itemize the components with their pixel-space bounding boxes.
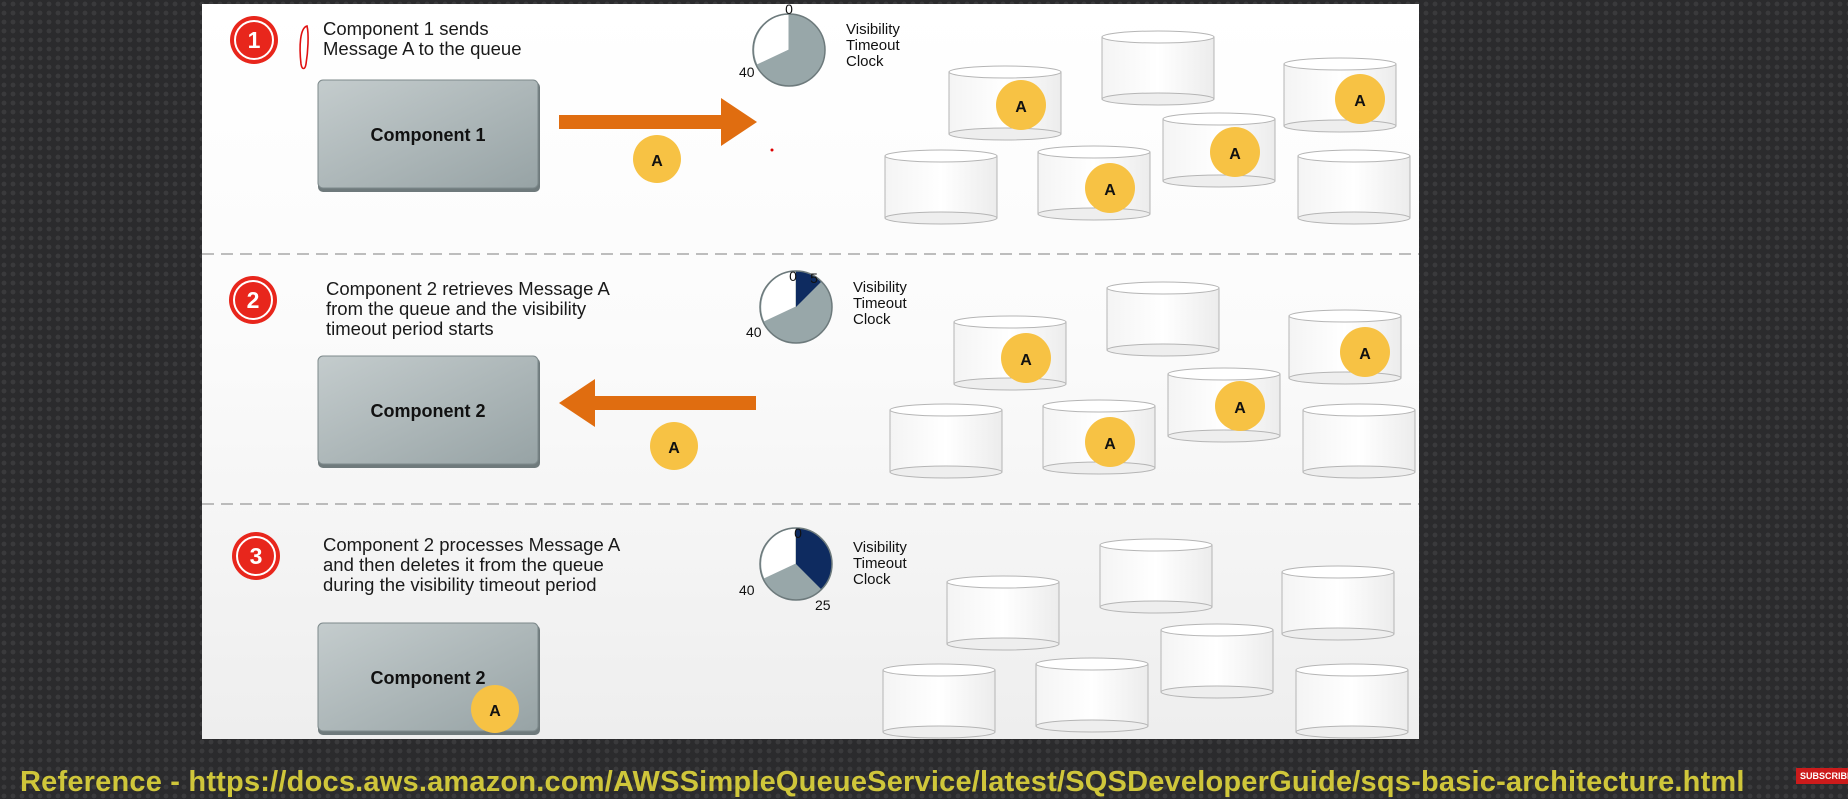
clock-label-line: Clock [846, 53, 884, 70]
step-badge: 3 [232, 532, 280, 580]
queue-server-icon [1295, 663, 1409, 739]
step-description-line: during the visibility timeout period [323, 574, 597, 595]
message-token [1085, 163, 1135, 213]
clock-label-line: Timeout [853, 295, 907, 312]
queue-server-icon: A [1283, 57, 1397, 133]
clock-tick-label: 40 [746, 324, 762, 340]
clock-tick-label: 40 [739, 64, 755, 80]
queue-server-icon: A [1037, 145, 1151, 221]
clock-elapsed-wedge [796, 271, 822, 307]
step-3: 3 Component 2 processes Message A and th… [232, 525, 1409, 739]
component-label: Component 2 [371, 668, 486, 688]
message-queue [882, 538, 1409, 739]
queue-server-icon [1035, 657, 1149, 733]
step-description-line: Component 2 retrieves Message A [326, 278, 610, 299]
queue-server-icon [884, 149, 998, 225]
subscribe-badge[interactable]: SUBSCRIBE [1796, 768, 1848, 784]
message-label: A [1234, 400, 1246, 417]
step-number: 2 [247, 287, 260, 313]
message-label: A [1104, 182, 1116, 199]
message-queue: A A A A [884, 30, 1411, 225]
cursor-dot [770, 148, 774, 152]
message-token [471, 685, 519, 733]
queue-server-icon [1297, 149, 1411, 225]
queue-server-icon [1099, 538, 1213, 614]
message-label: A [1104, 436, 1116, 453]
message-token: A [633, 135, 681, 183]
message-token: A [650, 422, 698, 470]
clock-label-line: Visibility [853, 279, 907, 296]
arrow-left-icon [559, 379, 756, 427]
message-queue: A A A A [889, 281, 1416, 479]
queue-server-icon [1101, 30, 1215, 106]
message-label: A [1229, 146, 1241, 163]
component-box: Component 1 [317, 79, 540, 192]
queue-server-icon [882, 663, 996, 739]
visibility-timeout-clock: 0 40 Visibility Timeout Clock [739, 4, 900, 87]
clock-label-line: Visibility [846, 21, 900, 38]
message-label: A [1020, 352, 1032, 369]
message-label: A [1359, 346, 1371, 363]
message-token [996, 80, 1046, 130]
step-description-line: Message A to the queue [323, 38, 522, 59]
message-token [1085, 417, 1135, 467]
queue-server-icon [1106, 281, 1220, 357]
clock-tick-label: 0 [794, 525, 802, 541]
clock-tick-label: 0 [789, 268, 797, 284]
message-token [1215, 381, 1265, 431]
step-badge: 2 [229, 276, 277, 324]
message-label: A [1354, 93, 1366, 110]
step-description-line: from the queue and the visibility [326, 298, 587, 319]
step-description-line: and then deletes it from the queue [323, 554, 604, 575]
clock-label-line: Timeout [846, 37, 900, 54]
component-label: Component 2 [371, 401, 486, 421]
visibility-timeout-clock: 0 40 25 Visibility Timeout Clock [739, 525, 907, 613]
step-description-line: timeout period starts [326, 318, 494, 339]
queue-server-icon: A [1162, 112, 1276, 188]
clock-tick-label: 0 [785, 4, 793, 17]
pen-annotation-mark [299, 25, 309, 70]
step-number: 1 [248, 27, 261, 53]
queue-server-icon [1302, 403, 1416, 479]
queue-server-icon: A [1167, 367, 1281, 443]
step-2: 2 Component 2 retrieves Message A from t… [229, 268, 1416, 479]
clock-label-line: Clock [853, 571, 891, 588]
queue-server-icon [1281, 565, 1395, 641]
step-badge: 1 [230, 16, 278, 64]
component-box: Component 2 A [317, 622, 540, 735]
message-label: A [489, 703, 501, 720]
component-label: Component 1 [371, 125, 486, 145]
clock-tick-label: 40 [739, 582, 755, 598]
queue-server-icon: A [1288, 309, 1402, 385]
queue-server-icon [889, 403, 1003, 479]
message-label: A [668, 440, 680, 457]
message-token [1335, 74, 1385, 124]
queue-server-icon: A [953, 315, 1067, 391]
clock-tick-label: 5 [810, 270, 818, 286]
message-token [1001, 333, 1051, 383]
reference-link[interactable]: Reference - https://docs.aws.amazon.com/… [20, 766, 1745, 798]
queue-server-icon [1160, 623, 1274, 699]
clock-label-line: Timeout [853, 555, 907, 572]
clock-label-line: Visibility [853, 539, 907, 556]
clock-tick-label: 25 [815, 597, 831, 613]
component-box: Component 2 [317, 355, 540, 468]
step-number: 3 [250, 543, 263, 569]
step-description-line: Component 2 processes Message A [323, 534, 621, 555]
diagram-slide: 1 Component 1 sends Message A to the que… [202, 4, 1419, 739]
message-label: A [1015, 99, 1027, 116]
message-label: A [651, 153, 663, 170]
message-token [1210, 127, 1260, 177]
arrow-right-icon [559, 98, 757, 146]
queue-server-icon: A [1042, 399, 1156, 475]
queue-server-icon: A [948, 65, 1062, 141]
visibility-timeout-clock: 0 5 40 Visibility Timeout Clock [746, 268, 907, 344]
step-1: 1 Component 1 sends Message A to the que… [230, 4, 1411, 225]
clock-elapsed-wedge [796, 528, 833, 590]
queue-server-icon [946, 575, 1060, 651]
clock-label-line: Clock [853, 311, 891, 328]
step-description-line: Component 1 sends [323, 18, 489, 39]
sqs-lifecycle-diagram: 1 Component 1 sends Message A to the que… [202, 4, 1419, 739]
message-token [1340, 327, 1390, 377]
